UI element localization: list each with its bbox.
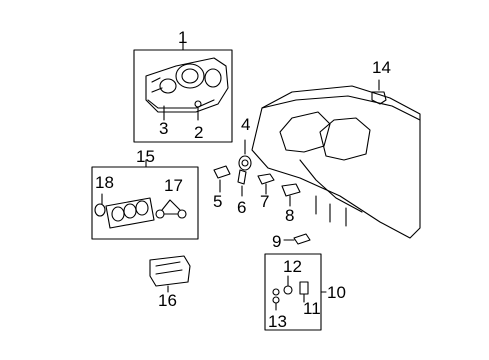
callout-4: 4 xyxy=(241,115,251,134)
callout-15: 15 xyxy=(136,147,155,166)
callout-10: 10 xyxy=(327,283,346,302)
callout-17: 17 xyxy=(164,176,183,195)
callout-7: 7 xyxy=(260,192,270,211)
callout-12: 12 xyxy=(283,257,302,276)
socket-group-box xyxy=(264,253,327,331)
switch-long-part xyxy=(281,183,301,207)
knob-part xyxy=(238,139,252,171)
switch-part xyxy=(213,165,231,193)
climate-group-box xyxy=(91,159,199,240)
callout-14: 14 xyxy=(372,58,391,77)
cluster-group-box xyxy=(133,34,233,143)
switch-bracket-part xyxy=(237,169,247,197)
climate-panel-part xyxy=(94,193,155,229)
callout-1: 1 xyxy=(178,28,188,47)
callout-2: 2 xyxy=(194,123,204,142)
instrument-cluster-part xyxy=(145,57,229,121)
callout-18: 18 xyxy=(95,173,114,192)
callout-11: 11 xyxy=(303,299,321,318)
control-head-part xyxy=(149,255,191,293)
clip-part xyxy=(371,79,387,105)
bulb-11-part xyxy=(299,281,309,303)
callout-9: 9 xyxy=(272,232,282,251)
dashboard-part xyxy=(251,85,421,239)
screw-part xyxy=(194,100,202,121)
callout-5: 5 xyxy=(213,192,223,211)
callout-8: 8 xyxy=(285,206,295,225)
bulb-part xyxy=(155,199,187,219)
bulb-12-part xyxy=(283,275,293,295)
bulb-13-part xyxy=(272,288,280,311)
callout-16: 16 xyxy=(158,291,177,310)
switch-small-part xyxy=(257,173,275,195)
callout-6: 6 xyxy=(237,198,247,217)
bulb-socket-part xyxy=(283,233,311,245)
callout-3: 3 xyxy=(159,119,169,138)
callout-13: 13 xyxy=(268,312,287,331)
